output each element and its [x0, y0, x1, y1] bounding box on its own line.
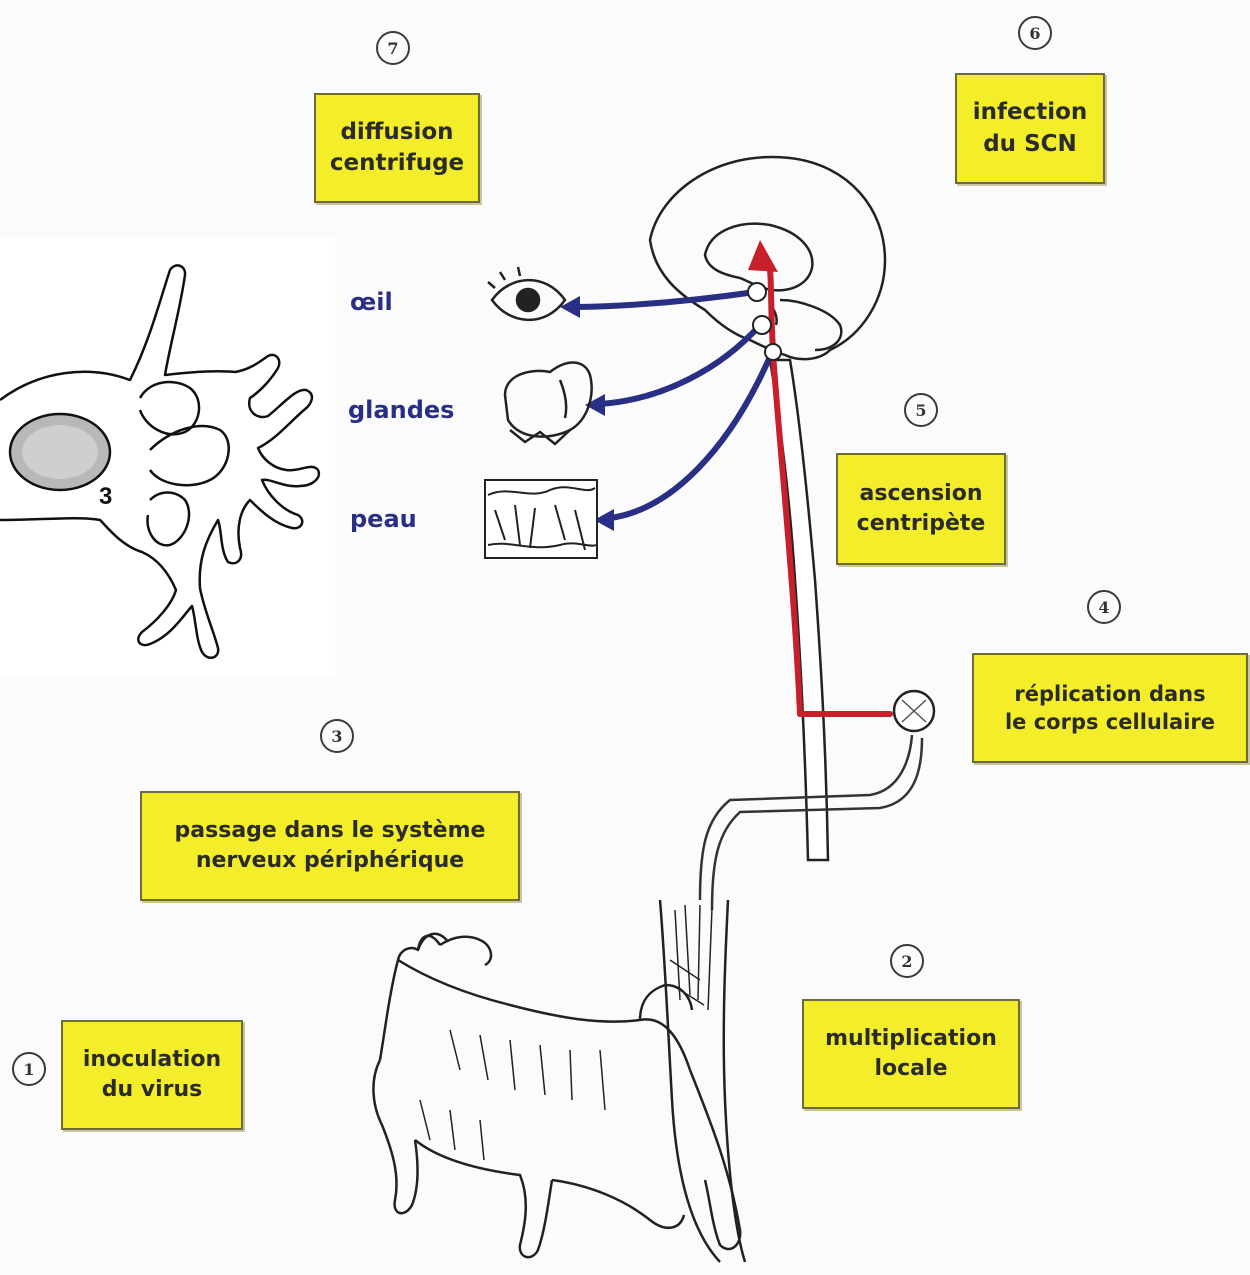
step-6-box: infection du SCN [955, 73, 1105, 184]
step-5-box: ascension centripète [836, 453, 1006, 565]
step-1-box: inoculation du virus [61, 1020, 243, 1130]
eye-icon [488, 267, 565, 320]
step-6-line1: infection [973, 97, 1088, 128]
step-4-line2: le corps cellulaire [1005, 708, 1215, 736]
step-7-box: diffusion centrifuge [314, 93, 480, 203]
centripetal-arrowhead [748, 240, 778, 272]
step-6-number: 6 [1018, 16, 1052, 50]
step-2-line1: multiplication [825, 1024, 997, 1054]
step-7-line2: centrifuge [330, 148, 464, 179]
step-5-line1: ascension [860, 479, 983, 509]
step-3-number: 3 [320, 719, 354, 753]
step-6-line2: du SCN [983, 129, 1077, 160]
step-1-line2: du virus [102, 1075, 203, 1105]
cell-nucleus-inner [22, 425, 98, 479]
step-4-line1: réplication dans [1014, 680, 1205, 708]
limb-drawing [660, 900, 745, 1262]
dog-drawing [373, 934, 740, 1257]
label-eye: œil [350, 288, 393, 316]
step-2-line2: locale [874, 1054, 947, 1084]
step-1-number: 1 [12, 1052, 46, 1086]
step-2-box: multiplication locale [802, 999, 1020, 1109]
step-1-line1: inoculation [83, 1045, 221, 1075]
skin-icon [485, 480, 597, 558]
label-skin: peau [350, 505, 417, 533]
cell-number-label: 3 [99, 483, 112, 511]
step-4-number: 4 [1087, 590, 1121, 624]
label-glands: glandes [348, 396, 454, 424]
step-2-number: 2 [890, 944, 924, 978]
step-3-line2: nerveux périphérique [196, 846, 464, 876]
step-7-number: 7 [376, 31, 410, 65]
step-4-box: réplication dans le corps cellulaire [972, 653, 1248, 763]
glands-icon [505, 363, 592, 444]
step-3-box: passage dans le système nerveux périphér… [140, 791, 520, 901]
step-5-line2: centripète [857, 509, 986, 539]
step-7-line1: diffusion [340, 117, 453, 148]
step-5-number: 5 [904, 393, 938, 427]
step-3-line1: passage dans le système [175, 816, 486, 846]
